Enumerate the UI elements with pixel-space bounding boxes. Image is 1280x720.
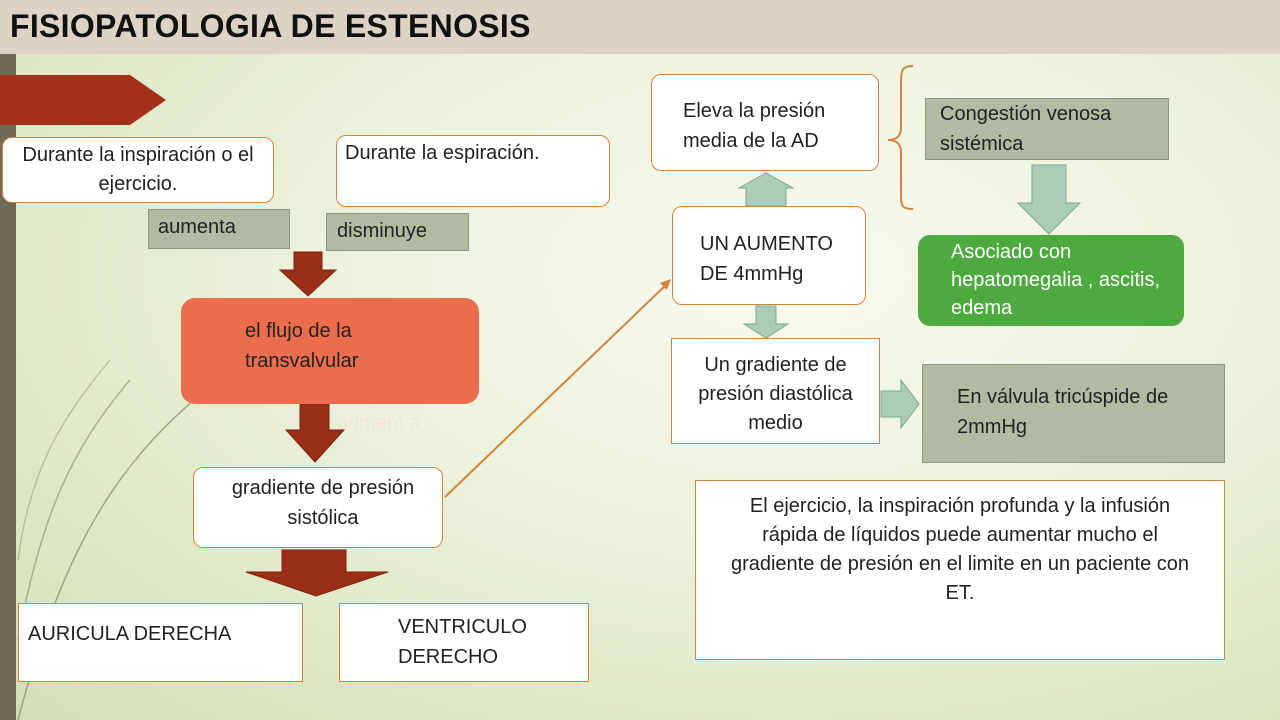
congestion-box: Congestión venosa sistémica [925,98,1169,160]
inspiracion-text: Durante la inspiración o el ejercicio. [22,144,254,195]
congestion-text: Congestión venosa sistémica [940,103,1112,155]
nota-text: El ejercicio, la inspiración profunda y … [730,495,1190,604]
asociado-text: Asociado con hepatomegalia , ascitis, ed… [951,241,1161,319]
espiracion-text: Durante la espiración. [345,142,540,164]
gradiente-sistolica-text: gradiente de presión sistólica [231,477,415,529]
inspiracion-box: Durante la inspiración o el ejercicio. [2,137,274,203]
aumento-text: UN AUMENTO DE 4mmHg [700,233,833,285]
eleva-text: Eleva la presión media de la AD [683,100,826,152]
ventriculo-box: VENTRICULO DERECHO [339,603,589,682]
aumenta-label: aumenta [148,209,290,249]
aumenta-overlay-text: aument a [337,412,421,434]
sidebar-stripe [0,54,16,720]
nota-box: El ejercicio, la inspiración profunda y … [695,480,1225,660]
auricula-text: AURICULA DERECHA [28,623,232,645]
auricula-box: AURICULA DERECHA [18,603,303,682]
title-bar [0,0,1280,54]
gradiente-diastolica-text: Un gradiente de presión diastólica medio [698,354,853,434]
espiracion-box: Durante la espiración. [336,135,610,207]
asociado-box: Asociado con hepatomegalia , ascitis, ed… [918,235,1184,326]
disminuye-label: disminuye [326,213,469,251]
flujo-box: el flujo de la transvalvular [181,298,479,404]
page-title: FISIOPATOLOGIA DE ESTENOSIS [10,8,531,44]
eleva-box: Eleva la presión media de la AD [651,74,879,171]
flujo-text: el flujo de la transvalvular [245,320,359,372]
gradiente-diastolica-box: Un gradiente de presión diastólica medio [671,338,880,444]
aumento-box: UN AUMENTO DE 4mmHg [672,206,866,305]
aumenta-text: aumenta [158,216,236,238]
ventriculo-text: VENTRICULO DERECHO [398,616,527,668]
valvula-text: En válvula tricúspide de 2mmHg [957,386,1169,438]
disminuye-text: disminuye [337,220,428,242]
valvula-box: En válvula tricúspide de 2mmHg [922,364,1225,463]
gradiente-sistolica-box: gradiente de presión sistólica [193,467,443,548]
